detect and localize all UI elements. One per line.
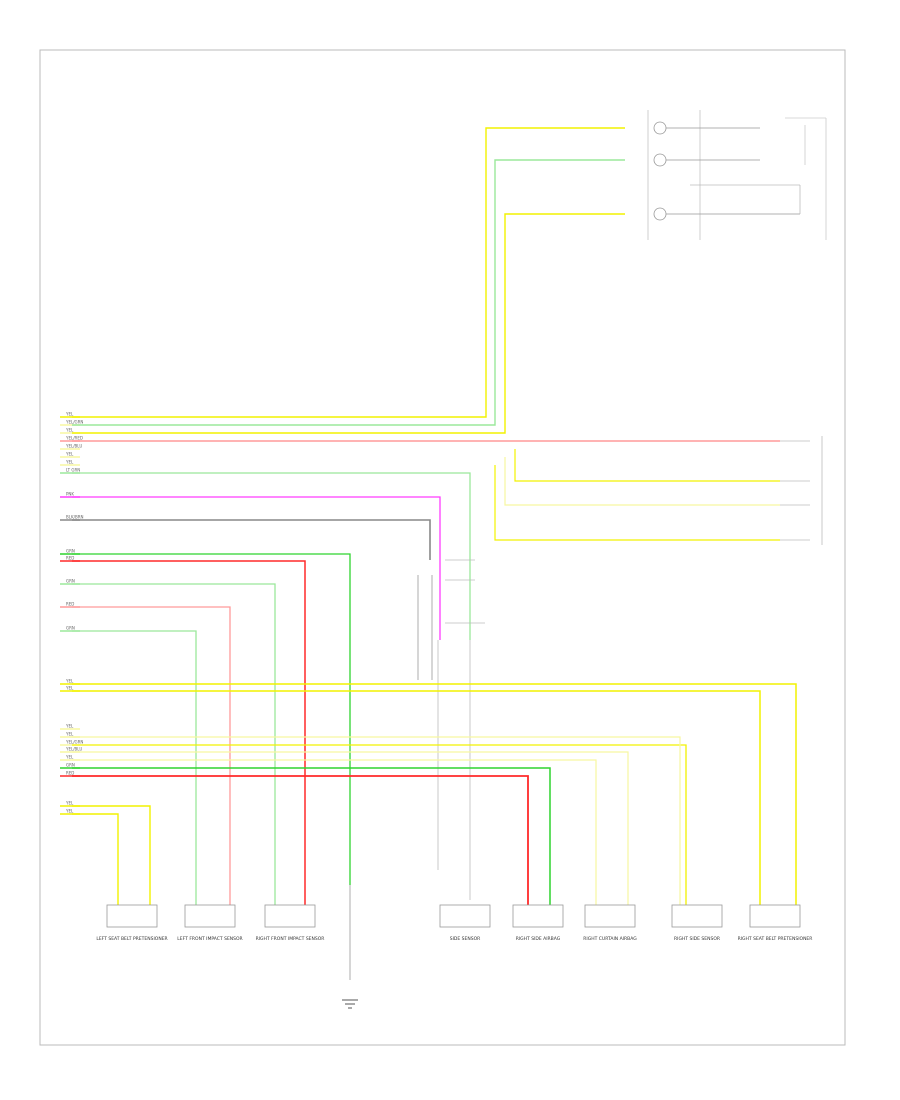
wire-color-label: YEL [65, 755, 74, 760]
component-label: LEFT FRONT IMPACT SENSOR [177, 936, 242, 942]
right-mid-component [72, 436, 823, 545]
wire-color-label: YEL [65, 724, 74, 729]
wire-color-label: YEL/BLU [65, 747, 82, 752]
component-label: LEFT SEAT BELT PRETENSIONER [96, 936, 167, 942]
component-box [106, 904, 158, 928]
component-box [584, 904, 636, 928]
component-label: RIGHT CURTAIN AIRBAG [583, 936, 637, 942]
wire-color-label: YEL [65, 732, 74, 737]
component-label: RIGHT SEAT BELT PRETENSIONER [738, 936, 813, 942]
component-box [512, 904, 564, 928]
wire-color-label: GRN [66, 763, 75, 768]
wire-color-label: YEL/BLU [65, 444, 82, 449]
component-label: SIDE SENSOR [450, 936, 481, 942]
component-box [671, 904, 723, 928]
component-box [264, 904, 316, 928]
wire-color-label: YEL/RED [65, 436, 83, 441]
component-label: RIGHT SIDE SENSOR [674, 936, 720, 942]
wire-color-label: YEL [65, 686, 74, 691]
wire-color-label: YEL [65, 412, 74, 417]
drop-wires [72, 553, 797, 905]
wire-color-label: YEL [65, 809, 74, 814]
component-label: RIGHT SIDE AIRBAG [516, 936, 561, 942]
center-connector [72, 472, 485, 900]
wire-color-label: RED [66, 556, 74, 561]
component-box [184, 904, 236, 928]
wire-color-label: GRN [66, 579, 75, 584]
wire-color-label: RED [66, 771, 74, 776]
wire-color-label: BLK/BRN [66, 515, 83, 520]
component-box [749, 904, 801, 928]
wire-color-label: YEL [65, 801, 74, 806]
component-box [439, 904, 491, 928]
bottom-component-row: LEFT SEAT BELT PRETENSIONER LEFT FRONT IM… [96, 904, 813, 942]
wire-color-label: YEL/GRN [65, 420, 83, 425]
wire-color-label: LT GRN [66, 468, 80, 473]
wire-color-label: YEL [65, 679, 74, 684]
wire-color-label: RED [66, 602, 74, 607]
top-right-component [72, 110, 827, 434]
wire-color-label: GRN [66, 549, 75, 554]
component-label: RIGHT FRONT IMPACT SENSOR [256, 936, 325, 942]
wire-color-label: YEL [65, 460, 74, 465]
diagram-frame [39, 49, 846, 1046]
wire-color-label: YEL [65, 452, 74, 457]
left-wire-bundle: YEL YEL/GRN YEL YEL/RED YEL/BLU YEL YEL LT GRN P… [60, 412, 83, 815]
ground-symbol [342, 885, 358, 1009]
wire-color-label: YEL [65, 428, 74, 433]
wire-color-label: PNK [66, 492, 74, 497]
wire-color-label: YEL/GRN [65, 740, 83, 745]
wire-color-label: GRN [66, 626, 75, 631]
